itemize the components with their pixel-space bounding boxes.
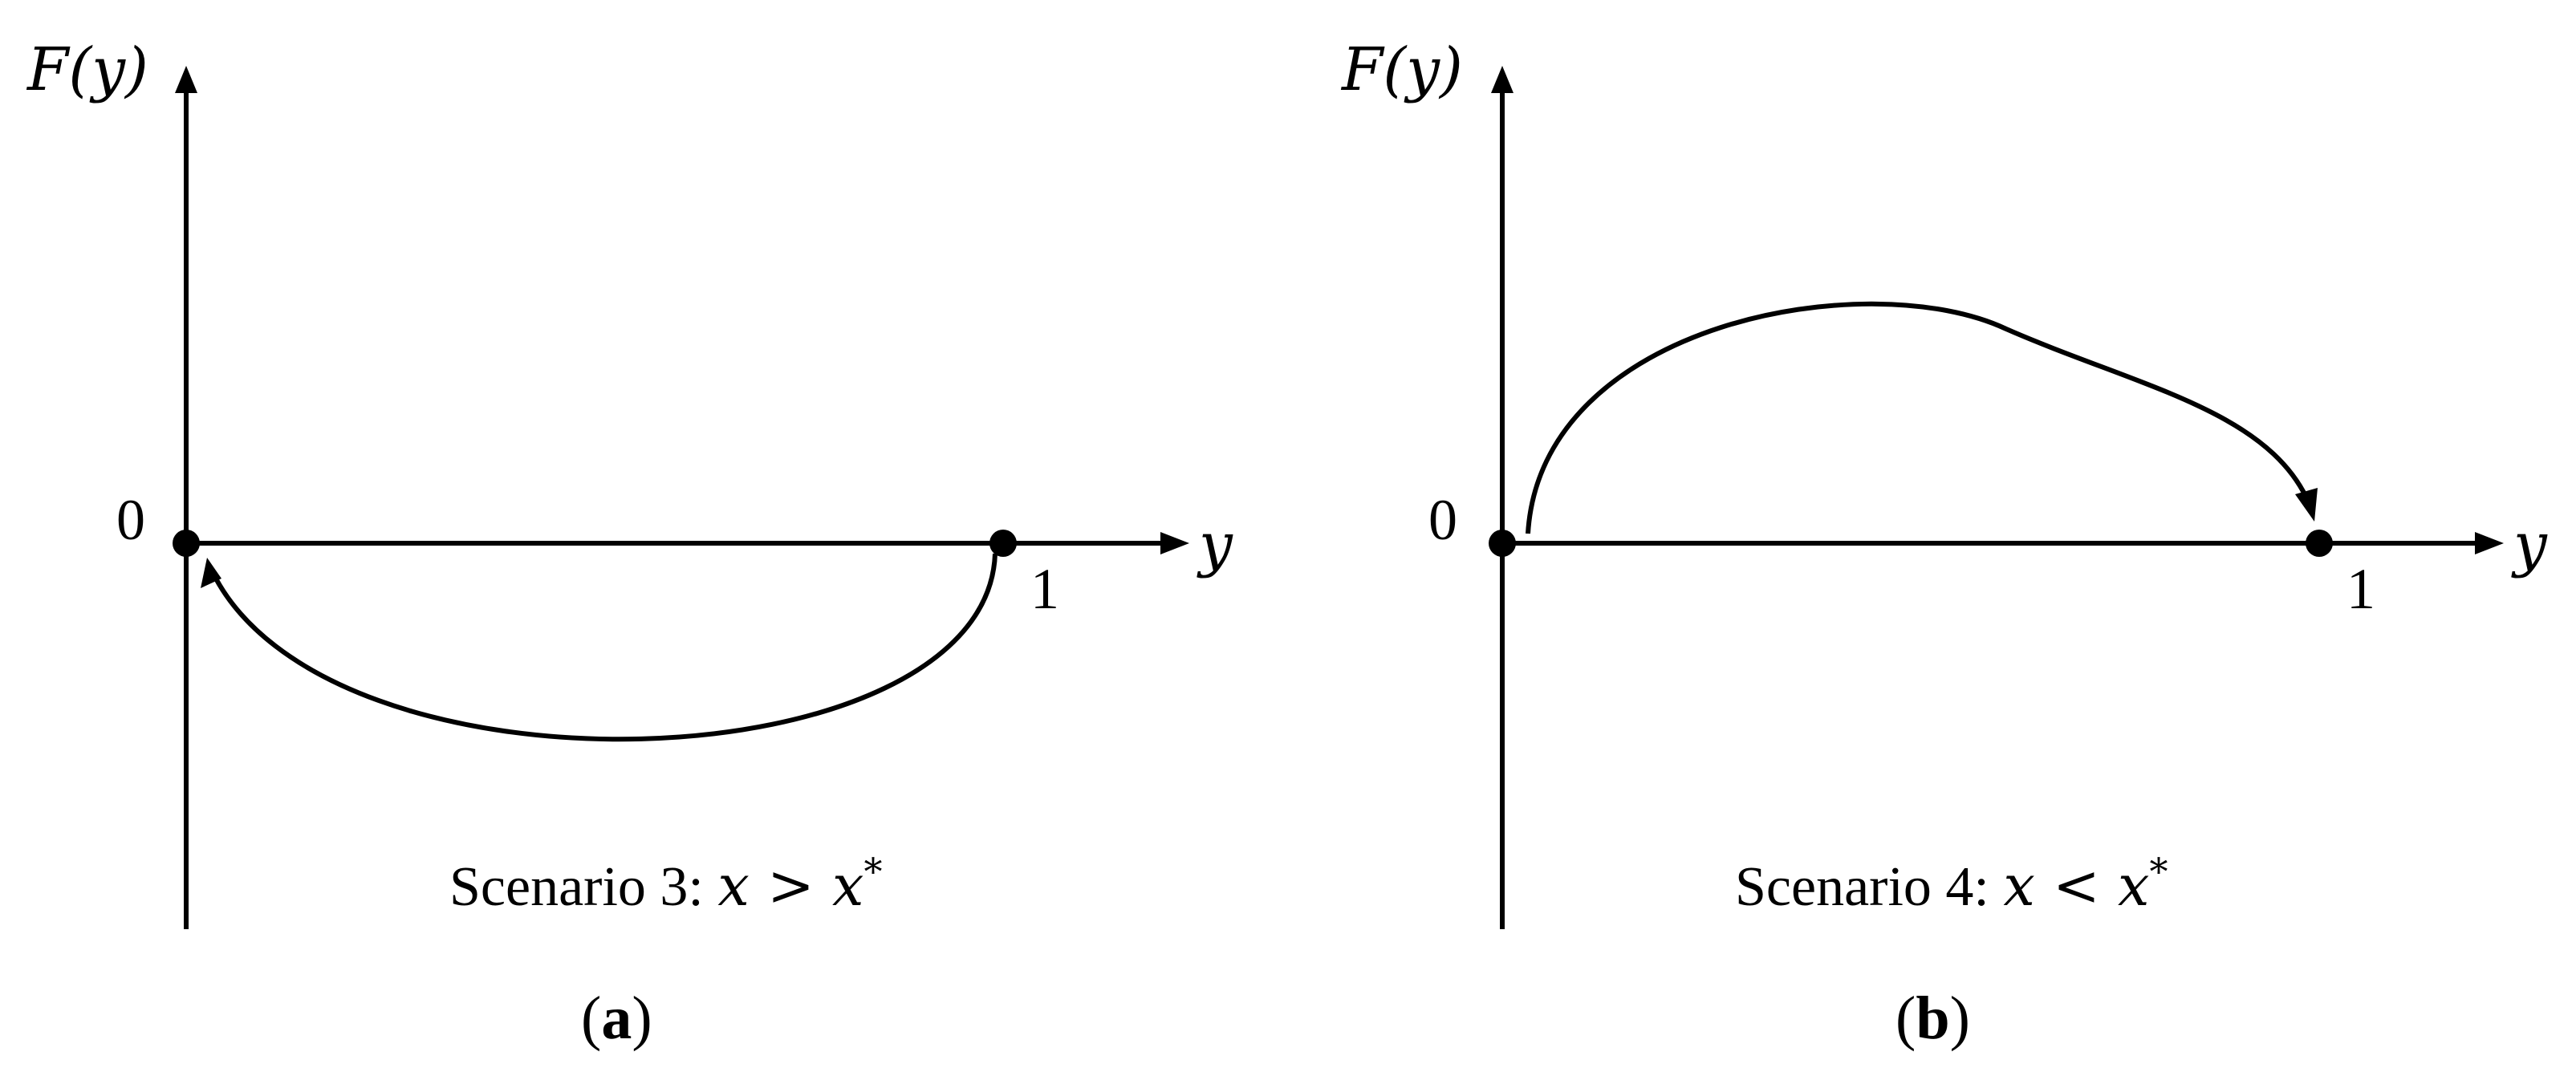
origin-label: 0	[1428, 488, 1457, 552]
x-axis-arrowhead	[1160, 532, 1189, 554]
caption-superscript: *	[2149, 850, 2168, 893]
trajectory-arrowhead	[201, 558, 221, 588]
point-one	[2306, 530, 2333, 557]
x-axis-label: y	[1197, 510, 1233, 579]
y-axis-arrowhead	[1491, 66, 1514, 93]
caption-math: x < x	[2003, 853, 2149, 919]
x-axis-label: y	[2511, 510, 2548, 579]
one-label: 1	[1030, 557, 1059, 621]
y-axis-arrowhead	[175, 66, 197, 93]
scenario-caption: Scenario 4: x < x*	[1735, 850, 2168, 919]
one-label: 1	[2346, 557, 2375, 621]
y-axis-label: F(y)	[1340, 35, 1463, 104]
panel-label-a: (a)	[581, 985, 652, 1052]
caption-superscript: *	[863, 850, 882, 893]
caption-prefix: Scenario 4:	[1735, 856, 2003, 918]
trajectory-curve	[208, 553, 997, 742]
panel-a: F(y) y 0 1 Scenario 3: x > x* (a)	[26, 35, 1233, 1052]
scenario-caption: Scenario 3: x > x*	[449, 850, 882, 919]
point-zero	[173, 530, 200, 557]
panel-letter: b	[1916, 985, 1949, 1052]
caption-math: x > x	[717, 853, 863, 919]
point-one	[989, 530, 1017, 557]
panel-b: F(y) y 0 1 Scenario 4: x < x* (b)	[1340, 35, 2548, 1052]
x-axis-arrowhead	[2475, 532, 2504, 554]
trajectory-arrowhead	[2295, 488, 2318, 522]
point-zero	[1489, 530, 1516, 557]
trajectory-curve	[1526, 301, 2309, 534]
caption-prefix: Scenario 3:	[449, 856, 717, 918]
y-axis-label: F(y)	[26, 35, 148, 104]
panel-label-b: (b)	[1895, 985, 1970, 1052]
panel-letter: a	[601, 985, 632, 1052]
origin-label: 0	[116, 488, 145, 552]
